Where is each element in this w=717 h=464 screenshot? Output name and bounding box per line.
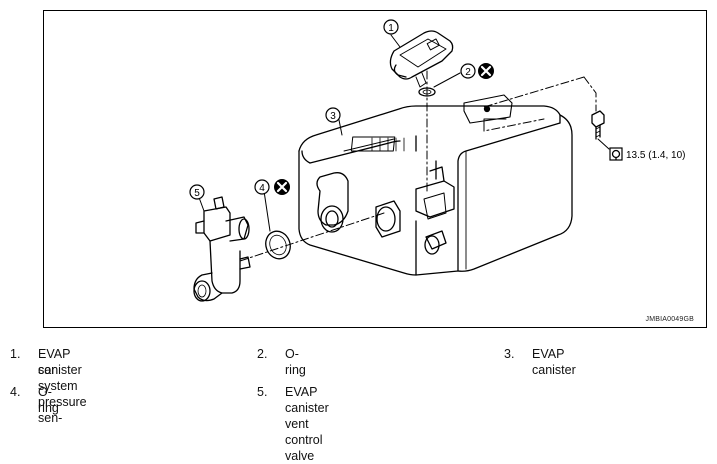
- callout-2: 2: [460, 63, 476, 79]
- vent-control-valve: [193, 196, 251, 302]
- o-ring-4: [265, 230, 291, 260]
- callout-4: 4: [254, 179, 270, 195]
- torque-icon: [609, 147, 623, 161]
- replace-icon-2: [478, 63, 494, 79]
- callout-1: 1: [383, 19, 399, 35]
- evap-canister: [298, 94, 573, 276]
- callout-5: 5: [189, 184, 205, 200]
- diagram-drawing: 1 2 3 4 5: [189, 19, 685, 302]
- bolt: [591, 110, 605, 140]
- svg-text:2: 2: [465, 67, 471, 78]
- svg-text:4: 4: [259, 183, 265, 194]
- parts-diagram: 1 2 3 4 5: [43, 10, 707, 328]
- callout-3: 3: [325, 107, 341, 123]
- replace-icon-4: [274, 179, 290, 195]
- svg-text:3: 3: [330, 111, 336, 122]
- svg-text:1: 1: [388, 23, 394, 34]
- figure-code: JMBIA0049GB: [645, 316, 694, 323]
- parts-legend: 1. EVAP canister system pressure sen- so…: [10, 347, 576, 463]
- torque-spec: 13.5 (1.4, 10): [626, 150, 685, 161]
- svg-text:5: 5: [194, 188, 200, 199]
- pressure-sensor: [389, 30, 454, 88]
